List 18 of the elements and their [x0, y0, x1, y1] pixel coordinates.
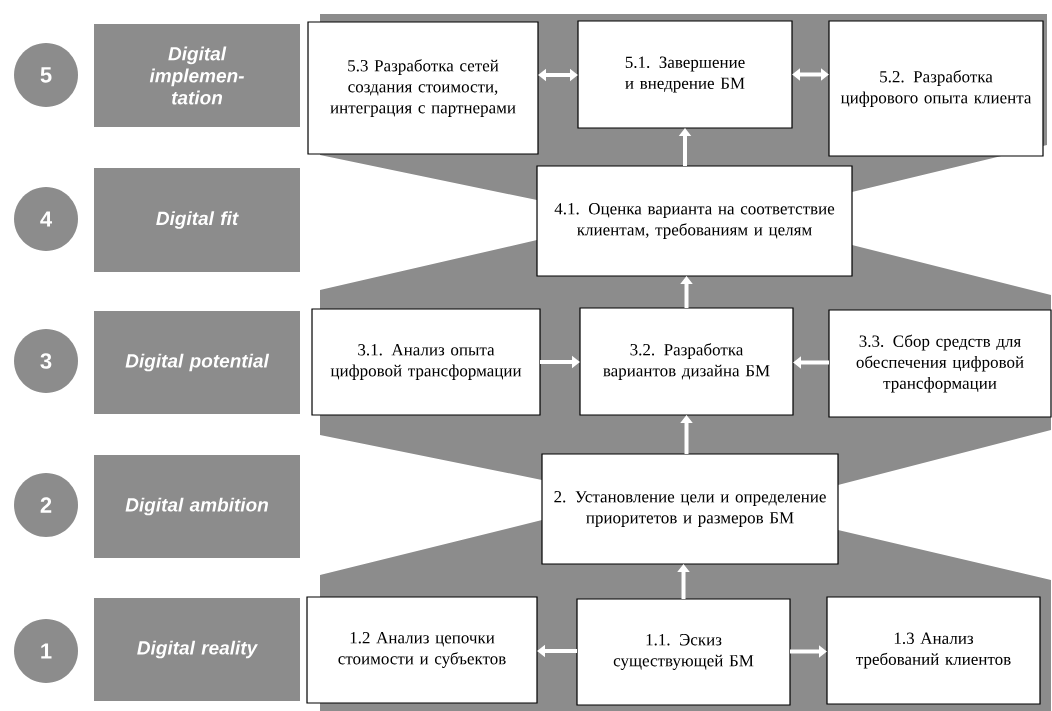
process-box: 1.1. Эскиз существующей БМ: [576, 598, 791, 706]
process-box: 5.2. Разработка цифрового опыта клиента: [828, 20, 1044, 157]
stage-band: Digital potential: [94, 311, 300, 414]
process-box: 1.3 Анализ требований клиентов: [826, 596, 1041, 705]
stage-band: Digital reality: [94, 598, 300, 701]
process-box: 4.1. Оценка варианта на соответствие клиентам, требованиям и целям: [536, 165, 853, 277]
process-box: 3.2. Разработка вариантов дизайна БМ: [579, 307, 794, 416]
process-box: 3.3. Сбор средств для обеспечения цифровой трансформации: [828, 309, 1052, 418]
stage-band: Digital fit: [94, 168, 300, 272]
stage-band: Digital implemen- tation: [94, 24, 300, 127]
stage-band: Digital ambition: [94, 455, 300, 558]
process-box: 5.1. Завершение и внедрение БМ: [577, 20, 793, 129]
process-box: 5.3 Разработка сетей создания стоимости, интеграция с партнерами: [307, 21, 539, 155]
process-box: 1.2 Анализ цепочки стоимости и субъектов: [306, 596, 538, 704]
arrow: [538, 68, 578, 82]
process-box: 3.1. Анализ опыта цифровой трансформации: [311, 308, 541, 416]
arrow: [792, 68, 829, 81]
process-box: 2. Установление цели и определение приоритетов и размеров БМ: [541, 453, 839, 565]
